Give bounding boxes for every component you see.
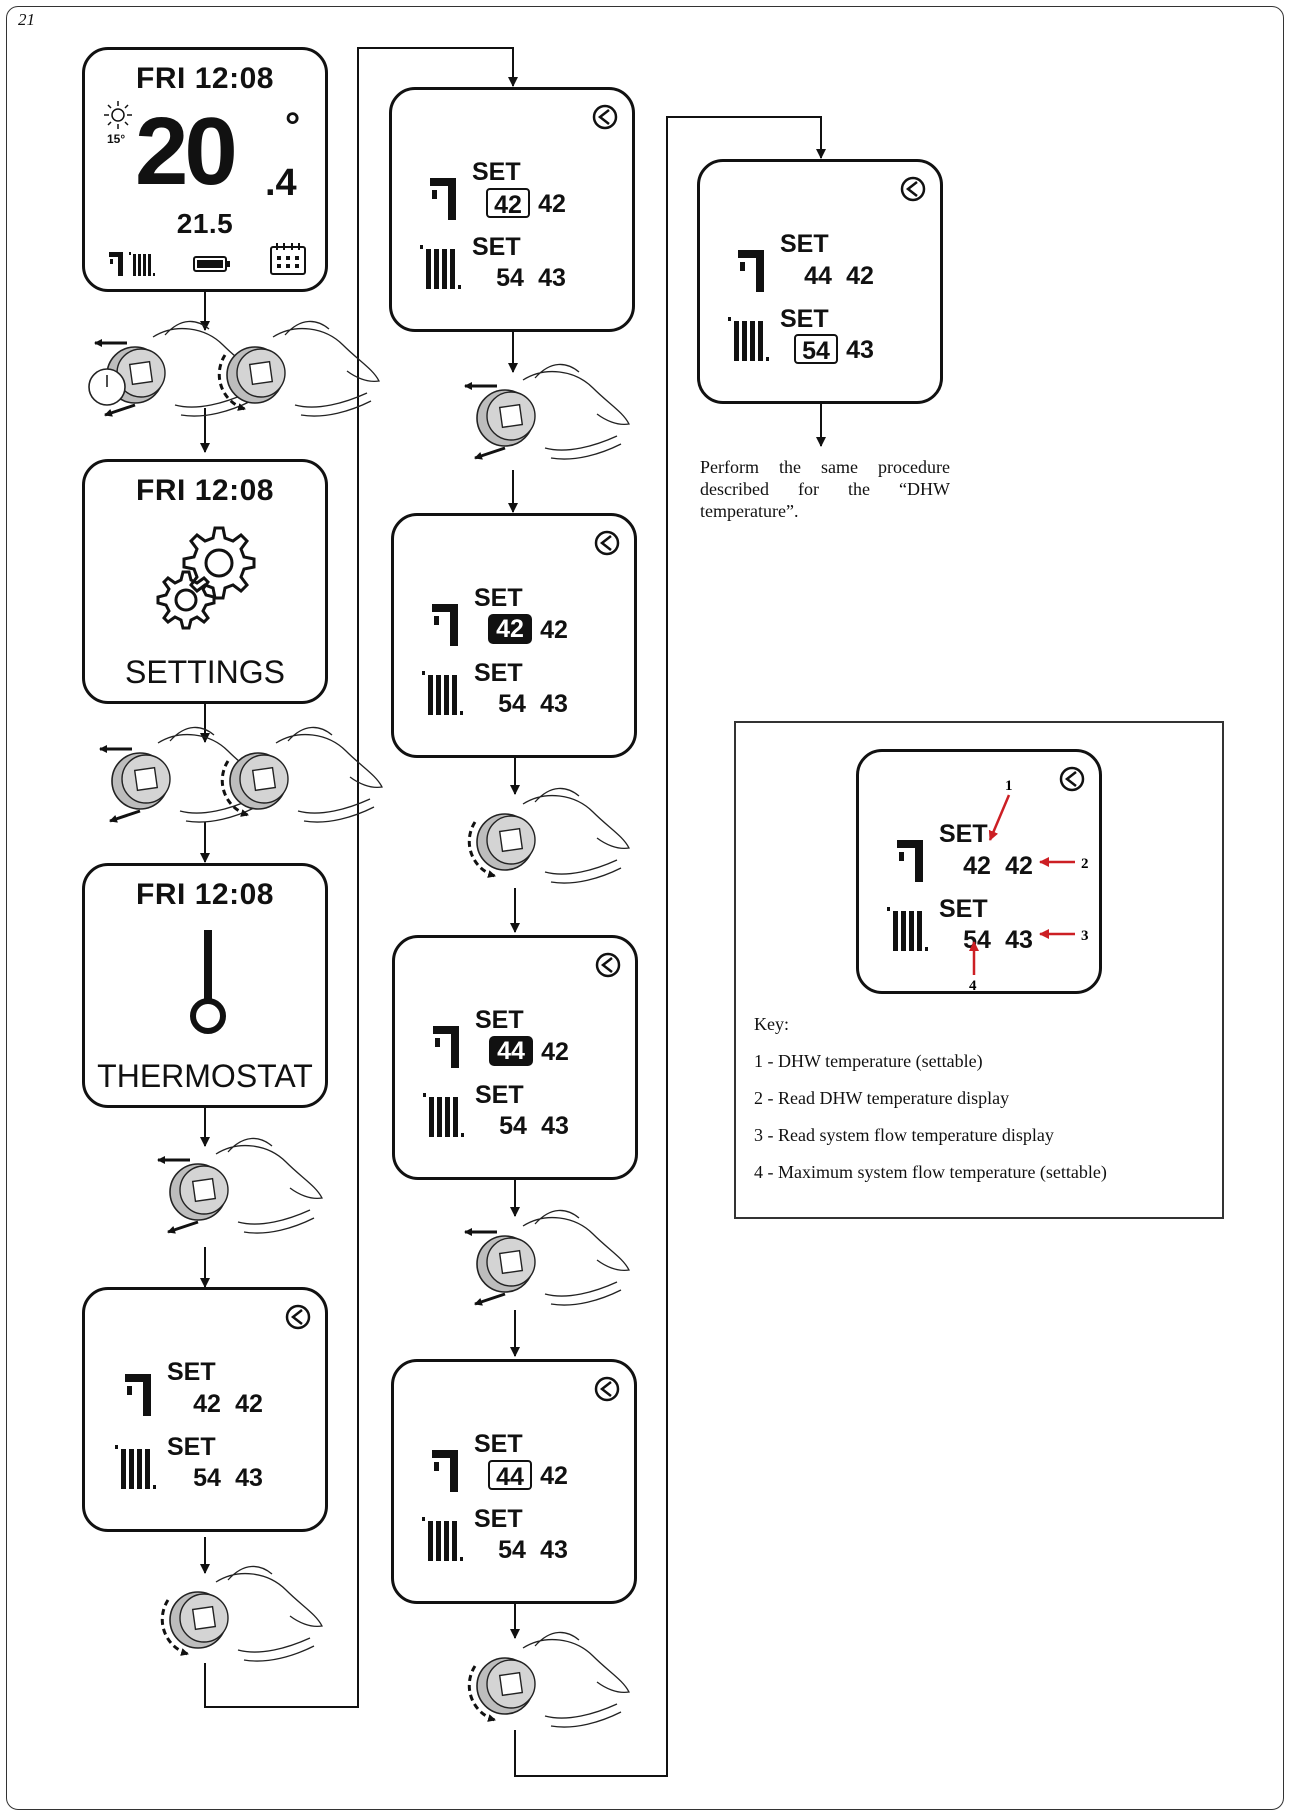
heat-set-label: SET	[472, 233, 521, 261]
knob-rotate-2	[220, 726, 383, 823]
gears-icon	[156, 526, 256, 630]
set-screen-1: SET 42 42 SET 54 43	[82, 1287, 328, 1532]
knob-rotate-1	[217, 320, 380, 417]
knob-push-4	[464, 363, 630, 460]
thermostat-label: THERMOSTAT	[97, 1058, 313, 1094]
dhw-read-value: 42	[540, 616, 568, 644]
heat-set-label: SET	[939, 895, 988, 923]
knob-push-2	[99, 726, 265, 823]
heat-set-value: 54	[499, 1112, 527, 1140]
dhw-set-value-editing: 42	[488, 614, 532, 644]
key-title: Key:	[754, 1014, 789, 1034]
callout-3: 3	[1081, 928, 1089, 944]
key-box	[734, 721, 1224, 1219]
knob-push-hold-1	[88, 320, 260, 417]
heat-set-label: SET	[474, 1505, 523, 1533]
heat-read-value: 43	[540, 690, 568, 718]
key-item-2: 2 - Read DHW temperature display	[754, 1088, 1010, 1108]
knob-push-5	[464, 1209, 630, 1306]
dhw-read-value: 42	[1005, 852, 1033, 880]
sun-icon	[104, 101, 132, 129]
dhw-set-value-selected: 42	[486, 188, 530, 219]
dhw-set-value: 42	[193, 1390, 221, 1418]
knob-rotate-4	[467, 787, 630, 884]
thermometer-icon	[190, 930, 226, 1034]
calendar-icon	[270, 243, 306, 275]
key-item-4: 4 - Maximum system flow temperature (set…	[754, 1162, 1107, 1182]
dhw-set-label: SET	[167, 1358, 216, 1386]
battery-icon	[193, 256, 230, 272]
dhw-set-value-editing: 44	[489, 1036, 533, 1066]
callout-1: 1	[1005, 778, 1013, 794]
set-temp: 21.5	[176, 208, 234, 239]
heat-set-label: SET	[475, 1081, 524, 1109]
outdoor-temp: 15°	[107, 132, 126, 146]
main-day-time: FRI 12:08	[136, 62, 274, 95]
heat-read-value: 43	[541, 1112, 569, 1140]
room-temp-decimal: .4	[265, 162, 297, 204]
thermostat-day-time: FRI 12:08	[136, 878, 274, 911]
knob-push-3	[157, 1137, 323, 1234]
set-screen-4: SET 44 42 SET 54 43	[392, 935, 638, 1180]
dhw-read-value: 42	[538, 190, 566, 218]
settings-label: SETTINGS	[124, 654, 285, 690]
key-item-1: 1 - DHW temperature (settable)	[754, 1051, 983, 1071]
knob-rotate-5	[467, 1631, 630, 1728]
heat-read-value: 43	[235, 1464, 263, 1492]
set-screen-6: SET 44 42 SET 54 43	[697, 159, 943, 404]
dhw-read-value: 42	[540, 1462, 568, 1490]
dhw-set-value: 44	[804, 262, 832, 290]
main-screen: FRI 12:08 15° 20 ° .4 21.5	[82, 47, 328, 292]
callout-2: 2	[1081, 856, 1089, 872]
dhw-set-label: SET	[474, 1430, 523, 1458]
dhw-set-label: SET	[475, 1006, 524, 1034]
settings-day-time: FRI 12:08	[136, 474, 274, 507]
dhw-set-label: SET	[939, 820, 988, 848]
callout-4: 4	[969, 978, 977, 994]
heat-set-value: 54	[498, 1536, 526, 1564]
dhw-set-value-selected: 44	[488, 1460, 532, 1491]
settings-screen: FRI 12:08 SETTINGS	[82, 459, 328, 704]
tap-radiator-icon	[109, 252, 155, 276]
dhw-set-value: 42	[963, 852, 991, 880]
heat-set-value: 54	[193, 1464, 221, 1492]
heat-read-value: 43	[846, 336, 874, 364]
knob-rotate-3	[160, 1565, 323, 1662]
dhw-set-label: SET	[472, 158, 521, 186]
set-screen-2: SET 42 42 SET 54 43	[389, 87, 635, 332]
heat-set-value-selected: 54	[794, 334, 838, 365]
key-screen: SET 42 42 SET 54 43	[856, 749, 1102, 994]
figure-frame	[6, 6, 1284, 1810]
dhw-read-value: 42	[235, 1390, 263, 1418]
dhw-set-label: SET	[474, 584, 523, 612]
heat-read-value: 43	[538, 264, 566, 292]
heat-set-label: SET	[474, 659, 523, 687]
room-temp-integer: 20	[135, 98, 238, 205]
thermostat-screen: FRI 12:08 THERMOSTAT	[82, 863, 328, 1108]
heat-set-value: 54	[496, 264, 524, 292]
heat-set-label: SET	[780, 305, 829, 333]
key-item-3: 3 - Read system flow temperature display	[754, 1125, 1054, 1145]
heat-read-value: 43	[540, 1536, 568, 1564]
dhw-set-label: SET	[780, 230, 829, 258]
heat-set-value: 54	[498, 690, 526, 718]
dhw-read-value: 42	[846, 262, 874, 290]
set-screen-5: SET 44 42 SET 54 43	[391, 1359, 637, 1604]
degree-symbol: °	[285, 106, 301, 148]
dhw-read-value: 42	[541, 1038, 569, 1066]
figure-number: 21	[18, 10, 35, 29]
heat-read-value: 43	[1005, 926, 1033, 954]
procedure-note: Perform the same procedure described for…	[700, 457, 950, 521]
heat-set-label: SET	[167, 1433, 216, 1461]
set-screen-3: SET 42 42 SET 54 43	[391, 513, 637, 758]
